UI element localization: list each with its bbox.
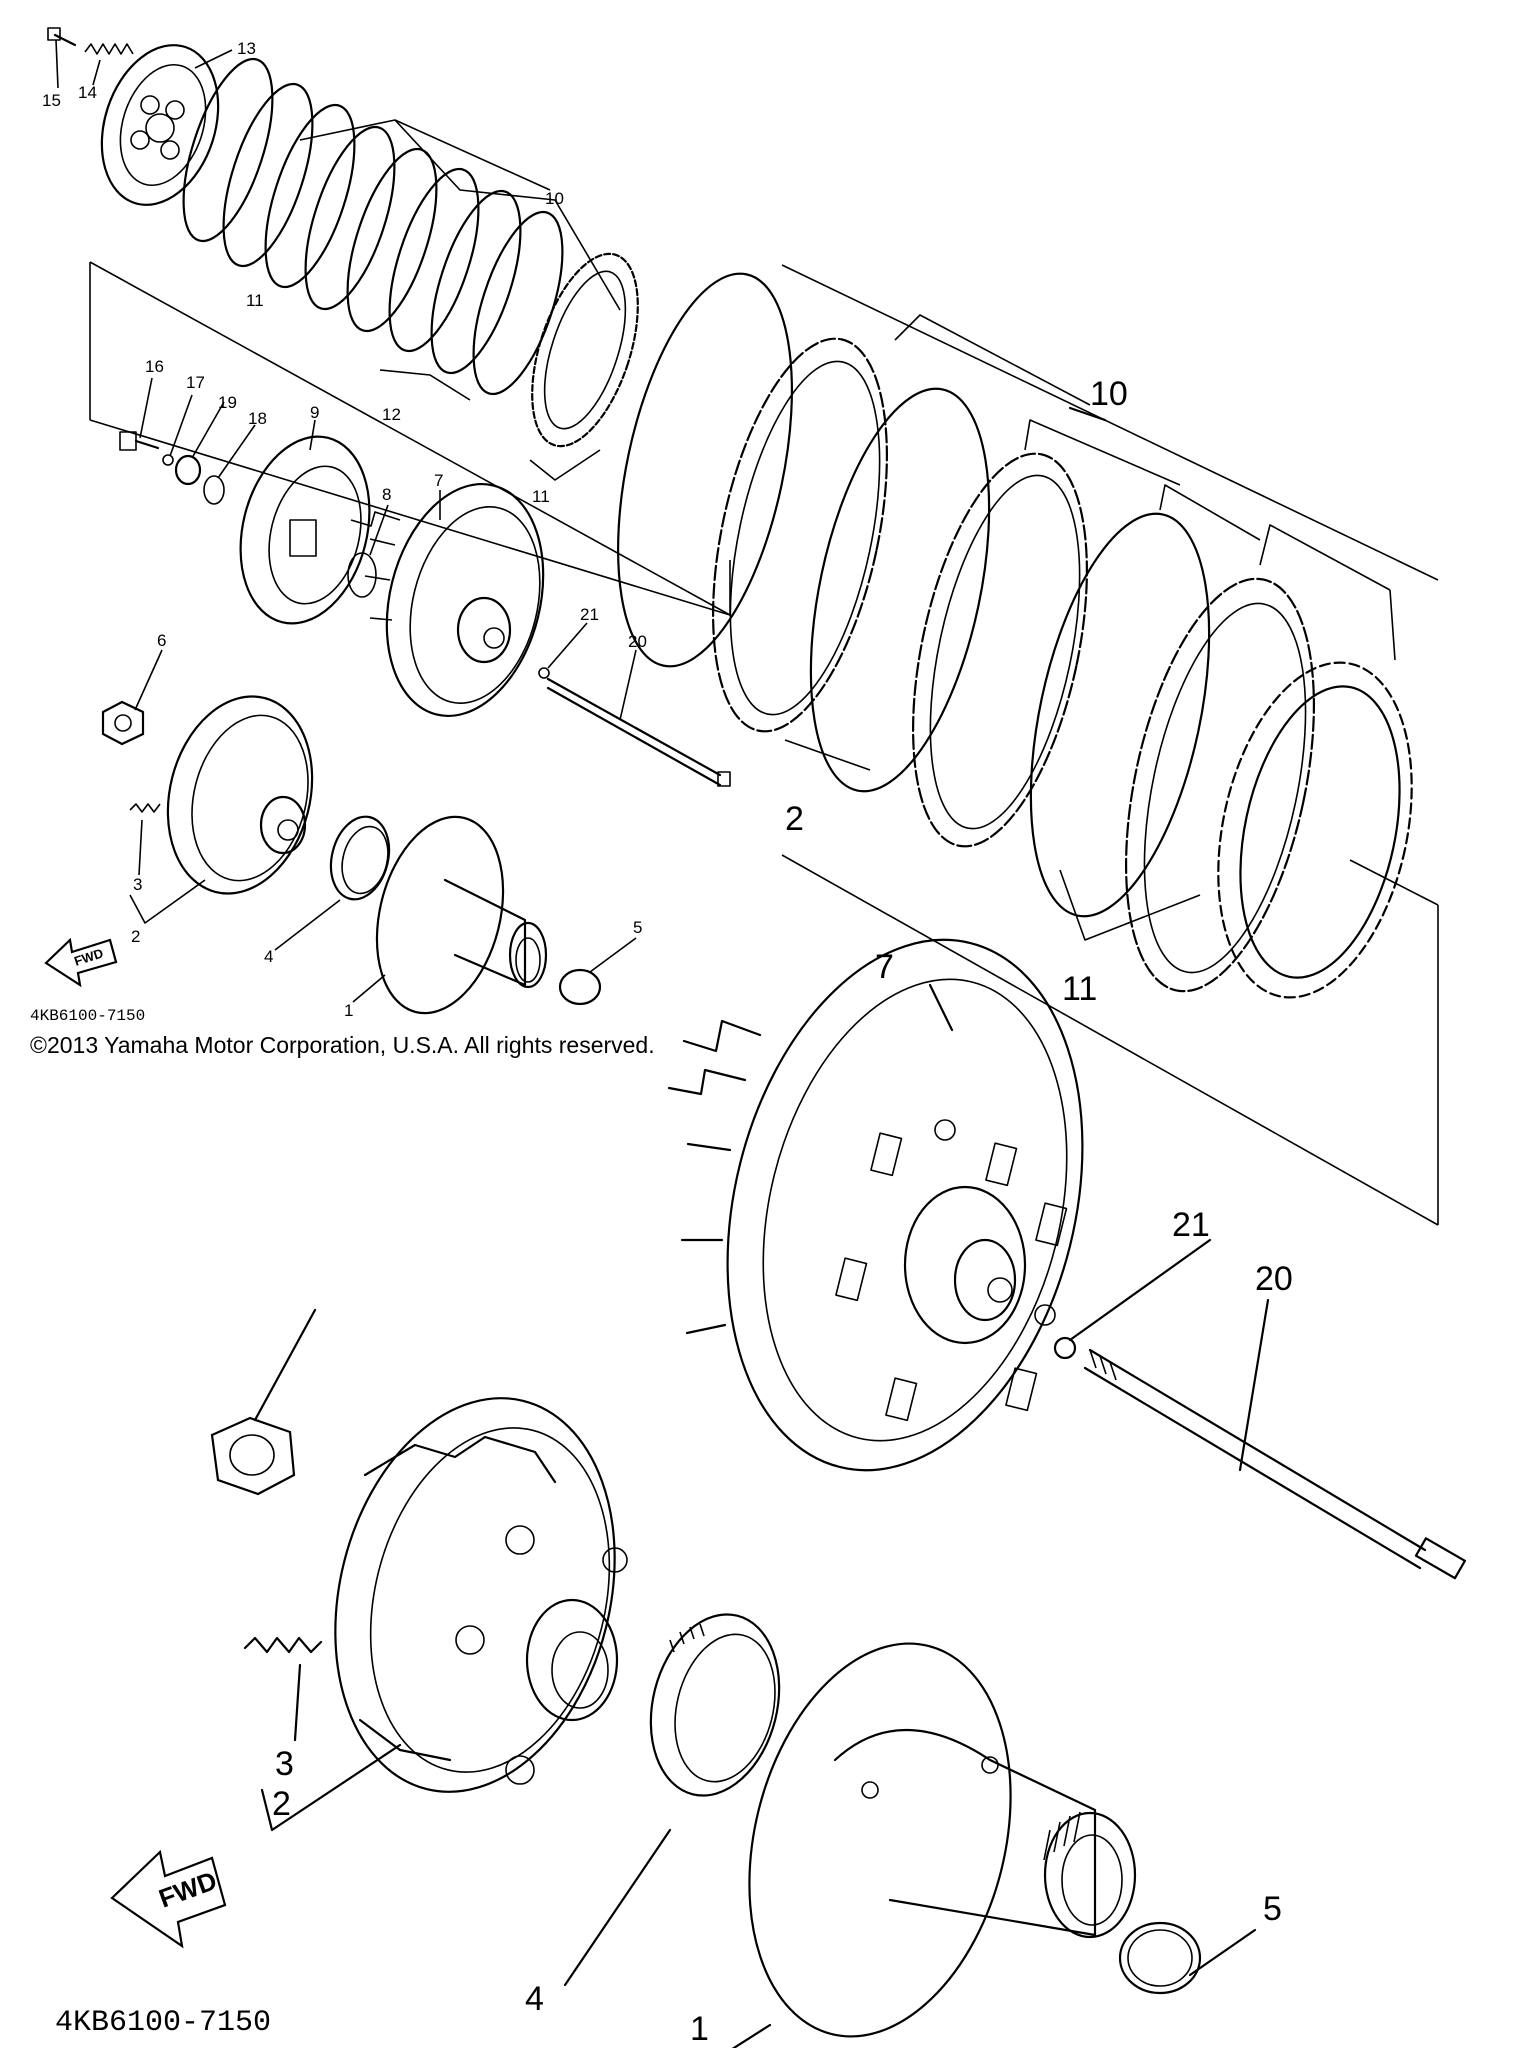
label-1-small: 1 <box>344 1001 353 1020</box>
label-11-large: 11 <box>1062 970 1097 1008</box>
label-10-large: 10 <box>1090 375 1128 413</box>
label-2-large: 2 <box>272 1785 291 1823</box>
label-19-small: 19 <box>218 393 237 412</box>
detail-spring-3 <box>243 1636 323 1654</box>
overview-diagram: FWD 13 14 15 10 <box>30 27 731 1025</box>
detail-leader-lines <box>253 406 1270 2053</box>
nut-19 <box>174 454 202 486</box>
bearing-4 <box>329 815 391 901</box>
label-1-large: 1 <box>690 2010 709 2048</box>
overview-disc-stack <box>182 57 639 448</box>
label-21-large: 21 <box>1172 1206 1210 1244</box>
copyright-notice: ©2013 Yamaha Motor Corporation, U.S.A. A… <box>30 1032 655 1058</box>
label-4-large: 4 <box>525 1980 544 2018</box>
detail-part-labels: 10 2 11 7 21 20 3 2 4 5 1 <box>272 375 1293 2048</box>
label-21-small: 21 <box>580 605 599 624</box>
push-rod-20 <box>546 677 731 787</box>
detail-bracket-lines <box>781 264 1439 1226</box>
nut-6 <box>101 700 145 746</box>
label-17-small: 17 <box>186 373 205 392</box>
label-4-small: 4 <box>264 947 273 966</box>
thrust-washer-8 <box>347 552 377 598</box>
label-3-small: 3 <box>133 875 142 894</box>
detail-disc-stack <box>617 272 1413 999</box>
label-5-small: 5 <box>633 918 642 937</box>
detail-clutch-housing-1 <box>748 1642 1137 2038</box>
fwd-arrow-large: FWD <box>110 1849 227 1949</box>
label-10-small: 10 <box>545 189 564 208</box>
lock-washer-18 <box>203 475 225 505</box>
spring-3 <box>129 803 161 813</box>
detail-push-rod-20 <box>1083 1348 1467 1580</box>
label-5-large: 5 <box>1263 1890 1282 1928</box>
pressure-plate-13 <box>100 44 220 206</box>
detail-centrifugal-clutch-2 <box>334 1397 628 1793</box>
clutch-housing-1 <box>375 815 548 1015</box>
label-13-small: 13 <box>237 39 256 58</box>
label-8-small: 8 <box>382 485 391 504</box>
fwd-arrow-small: FWD <box>44 937 118 988</box>
label-16-small: 16 <box>145 357 164 376</box>
label-7-large: 7 <box>875 948 894 986</box>
clutch-boss-7 <box>350 482 545 718</box>
ball-21 <box>538 667 550 679</box>
bolt-16 <box>119 431 160 451</box>
label-2-cut-large: 2 <box>785 800 804 838</box>
label-2-small: 2 <box>131 927 140 946</box>
centrifugal-clutch-2 <box>166 695 314 895</box>
o-ring-5 <box>558 968 602 1006</box>
label-9-small: 9 <box>310 403 319 422</box>
washer-17 <box>162 454 174 466</box>
label-20-small: 20 <box>628 632 647 651</box>
label-15-small: 15 <box>42 91 61 110</box>
label-3-large: 3 <box>275 1745 294 1783</box>
overview-bracket-lines <box>89 119 731 616</box>
drawing-code-large: 4KB6100-7150 <box>55 2006 271 2040</box>
label-7-small: 7 <box>434 471 443 490</box>
label-11b-small: 11 <box>532 487 550 506</box>
detail-diagram: FWD 10 2 11 7 21 20 3 2 4 5 1 <box>55 264 1467 2053</box>
label-20-large: 20 <box>1255 1260 1293 1298</box>
detail-o-ring-5 <box>1118 1921 1202 1995</box>
primary-driven-gear-9 <box>239 435 371 625</box>
detail-clutch-boss-7 <box>667 938 1084 1472</box>
label-12-small: 12 <box>382 405 401 424</box>
label-14-small: 14 <box>78 83 97 102</box>
screw-15 <box>47 27 77 47</box>
label-11a-small: 11 <box>246 291 264 310</box>
drawing-code-small: 4KB6100-7150 <box>30 1007 145 1025</box>
detail-ball-21 <box>1053 1336 1077 1360</box>
label-6-small: 6 <box>157 631 166 650</box>
label-18-small: 18 <box>248 409 267 428</box>
spring-14 <box>84 43 134 55</box>
detail-bearing-4 <box>649 1613 781 1797</box>
detail-nut-6 <box>210 1416 296 1496</box>
overview-leader-lines <box>55 39 637 1003</box>
overview-part-labels: 13 14 15 10 11 12 11 16 17 19 18 9 8 7 2… <box>42 39 647 1020</box>
